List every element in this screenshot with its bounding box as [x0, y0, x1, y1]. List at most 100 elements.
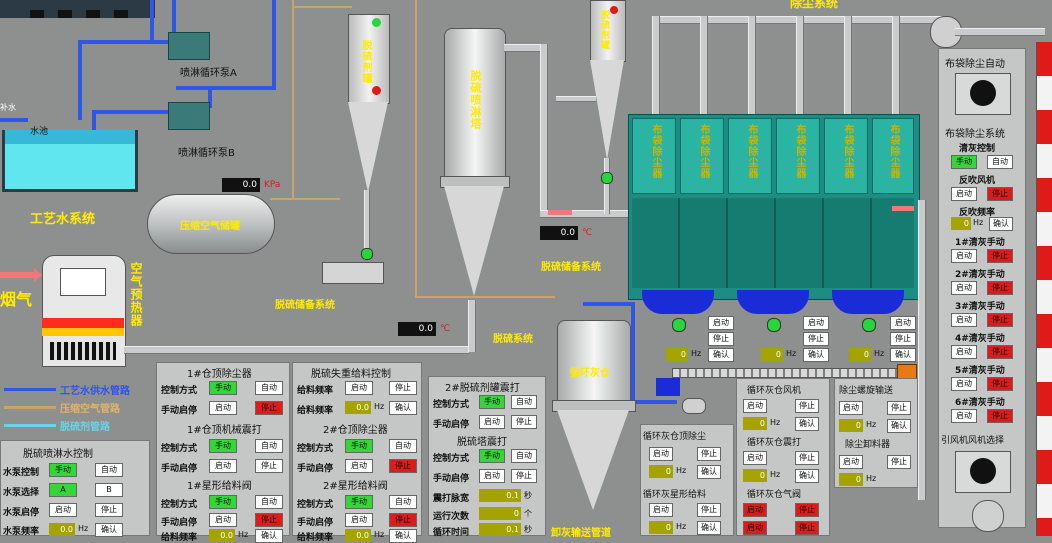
auto-knob[interactable]	[955, 73, 1011, 115]
p3-stop-button[interactable]: 停止	[511, 415, 537, 429]
fan-select-knob[interactable]	[955, 451, 1011, 493]
p1c-start-button[interactable]: 启动	[209, 513, 237, 527]
pump-select-b-button[interactable]: B	[95, 483, 123, 497]
rp-blower-start-button[interactable]: 启动	[951, 187, 977, 201]
rp-m3-stop-button[interactable]: 停止	[987, 313, 1013, 327]
pump-a[interactable]	[168, 32, 210, 60]
pump-b[interactable]	[168, 102, 210, 130]
p1b-auto-button[interactable]: 自动	[255, 439, 283, 453]
p3b-manual-button[interactable]: 手动	[479, 449, 505, 463]
p6b-start-button[interactable]: 启动	[839, 455, 863, 469]
p2-confirm-button[interactable]: 确认	[389, 401, 417, 415]
rp-m4-start-button[interactable]: 启动	[951, 345, 977, 359]
rp-m1-start-button[interactable]: 启动	[951, 249, 977, 263]
p1-auto-button[interactable]: 自动	[255, 381, 283, 395]
p1c-manual-button[interactable]: 手动	[209, 495, 237, 509]
p5d-off-button[interactable]: 停止	[795, 521, 819, 535]
p2c-confirm-button[interactable]: 确认	[389, 529, 417, 543]
p6b-stop-button[interactable]: 停止	[887, 455, 911, 469]
rp-m2-stop-button[interactable]: 停止	[987, 281, 1013, 295]
pump-ctrl-manual-button[interactable]: 手动	[49, 463, 77, 477]
induced-draft-fan-icon[interactable]	[972, 500, 1004, 532]
agent-valve-2-icon[interactable]	[601, 172, 613, 184]
p2b-manual-button[interactable]: 手动	[345, 439, 373, 453]
p3b-start-button[interactable]: 启动	[479, 469, 505, 483]
p5b-confirm-button[interactable]: 确认	[795, 469, 819, 483]
rp-m2-start-button[interactable]: 启动	[951, 281, 977, 295]
p1b-manual-button[interactable]: 手动	[209, 439, 237, 453]
hopper-valve-icon[interactable]	[862, 318, 876, 332]
p5b-start-button[interactable]: 启动	[743, 451, 767, 465]
p2c-start-button[interactable]: 启动	[345, 513, 373, 527]
pump-stop-button[interactable]: 停止	[95, 503, 123, 517]
p5-stop-button[interactable]: 停止	[795, 399, 819, 413]
p6-stop-button[interactable]: 停止	[887, 401, 911, 415]
hopper-3-stop-button[interactable]: 停止	[890, 332, 916, 346]
hopper-1-stop-button[interactable]: 停止	[708, 332, 734, 346]
p3b-stop-button[interactable]: 停止	[511, 469, 537, 483]
p1b-stop-button[interactable]: 停止	[255, 459, 283, 473]
hopper-1-start-button[interactable]: 启动	[708, 316, 734, 330]
p5-start-button[interactable]: 启动	[743, 399, 767, 413]
p2b-start-button[interactable]: 启动	[345, 459, 373, 473]
rp-manual-button[interactable]: 手动	[951, 155, 977, 169]
hopper-2-start-button[interactable]: 启动	[803, 316, 829, 330]
p1b-start-button[interactable]: 启动	[209, 459, 237, 473]
p2c-auto-button[interactable]: 自动	[389, 495, 417, 509]
p4b-confirm-button[interactable]: 确认	[697, 521, 721, 535]
p1-stop-button[interactable]: 停止	[255, 401, 283, 415]
blower-icon[interactable]	[682, 398, 706, 414]
p3-auto-button[interactable]: 自动	[511, 395, 537, 409]
p3b-auto-button[interactable]: 自动	[511, 449, 537, 463]
p5c-off-button[interactable]: 停止	[795, 503, 819, 517]
p2-start-button[interactable]: 启动	[345, 381, 373, 395]
p5-confirm-button[interactable]: 确认	[795, 417, 819, 431]
hopper-3-start-button[interactable]: 启动	[890, 316, 916, 330]
p6-confirm-button[interactable]: 确认	[887, 419, 911, 433]
p5d-on-button[interactable]: 启动	[743, 521, 767, 535]
pump-freq-confirm-button[interactable]: 确认	[95, 523, 123, 537]
p3-start-button[interactable]: 启动	[479, 415, 505, 429]
rp-m4-stop-button[interactable]: 停止	[987, 345, 1013, 359]
rp-m1-stop-button[interactable]: 停止	[987, 249, 1013, 263]
p1-manual-button[interactable]: 手动	[209, 381, 237, 395]
p4b-stop-button[interactable]: 停止	[697, 503, 721, 517]
hopper-valve-icon[interactable]	[672, 318, 686, 332]
p2-stop-button[interactable]: 停止	[389, 381, 417, 395]
rp-freq-confirm-button[interactable]: 确认	[989, 217, 1013, 231]
spray-tower-cone	[444, 186, 504, 296]
p2c-manual-button[interactable]: 手动	[345, 495, 373, 509]
rp-blower-stop-button[interactable]: 停止	[987, 187, 1013, 201]
p5b-stop-button[interactable]: 停止	[795, 451, 819, 465]
pump-ctrl-auto-button[interactable]: 自动	[95, 463, 123, 477]
p4-stop-button[interactable]: 停止	[697, 447, 721, 461]
p1c-auto-button[interactable]: 自动	[255, 495, 283, 509]
hopper-2-stop-button[interactable]: 停止	[803, 332, 829, 346]
p4b-start-button[interactable]: 启动	[649, 503, 673, 517]
p2c-stop-button[interactable]: 停止	[389, 513, 417, 527]
p1-start-button[interactable]: 启动	[209, 401, 237, 415]
p2b-stop-button[interactable]: 停止	[389, 459, 417, 473]
bag-filter-6	[872, 118, 914, 194]
rp-m5-stop-button[interactable]: 停止	[987, 377, 1013, 391]
hopper-2-confirm-button[interactable]: 确认	[803, 348, 829, 362]
rp-m5-start-button[interactable]: 启动	[951, 377, 977, 391]
pump-select-a-button[interactable]: A	[49, 483, 77, 497]
agent-valve-icon[interactable]	[361, 248, 373, 260]
p1c-stop-button[interactable]: 停止	[255, 513, 283, 527]
p1-freq-confirm-button[interactable]: 确认	[255, 529, 283, 543]
p6-start-button[interactable]: 启动	[839, 401, 863, 415]
hopper-1-confirm-button[interactable]: 确认	[708, 348, 734, 362]
pump-start-button[interactable]: 启动	[49, 503, 77, 517]
p3-manual-button[interactable]: 手动	[479, 395, 505, 409]
rp-auto-button[interactable]: 自动	[987, 155, 1013, 169]
rp-m6-start-button[interactable]: 启动	[951, 409, 977, 423]
p5c-on-button[interactable]: 启动	[743, 503, 767, 517]
hopper-valve-icon[interactable]	[767, 318, 781, 332]
rp-m6-stop-button[interactable]: 停止	[987, 409, 1013, 423]
hopper-3-confirm-button[interactable]: 确认	[890, 348, 916, 362]
p2b-auto-button[interactable]: 自动	[389, 439, 417, 453]
p4-start-button[interactable]: 启动	[649, 447, 673, 461]
rp-m3-start-button[interactable]: 启动	[951, 313, 977, 327]
p4-confirm-button[interactable]: 确认	[697, 465, 721, 479]
